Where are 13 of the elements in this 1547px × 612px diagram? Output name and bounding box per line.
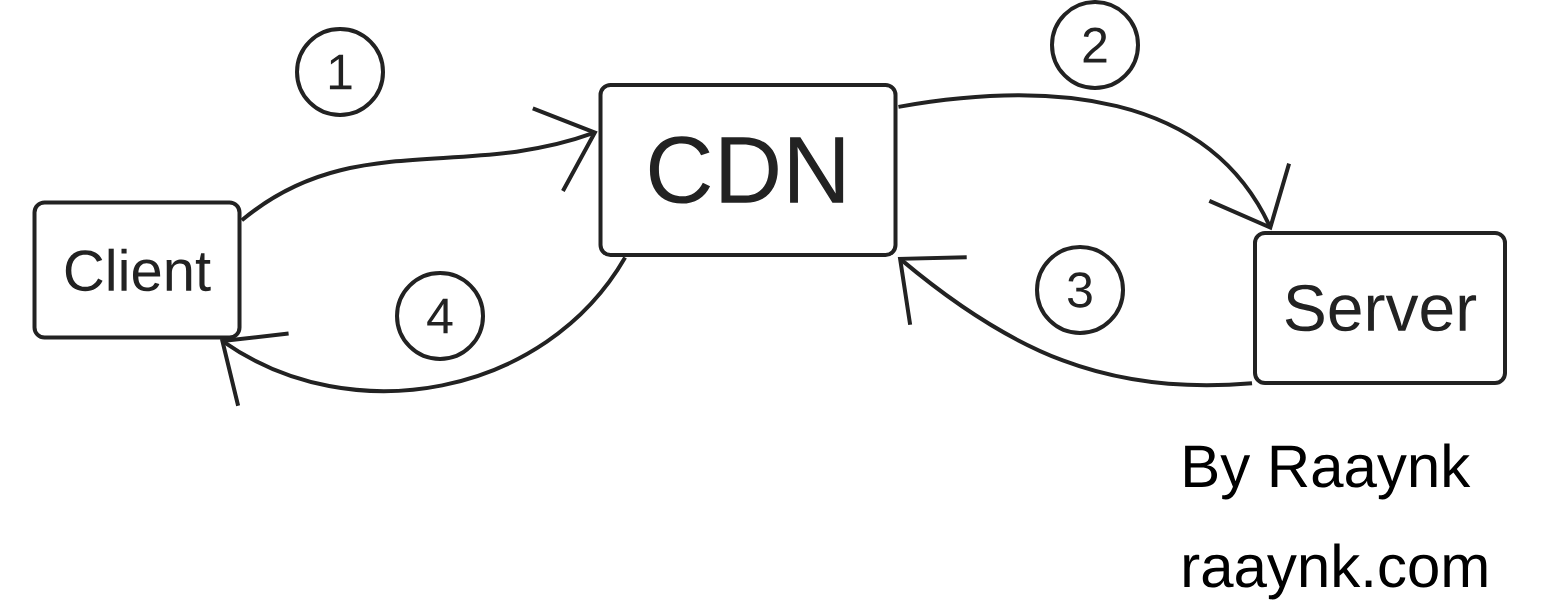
labeled-box: CDN — [598, 83, 898, 257]
arrow — [219, 256, 627, 407]
labeled-box: Client — [32, 200, 242, 340]
web-address: raaynk.com — [1184, 543, 1487, 600]
circled-number: 1 — [295, 27, 385, 117]
arrow — [240, 106, 598, 222]
arrow — [897, 255, 1253, 388]
circled-number: 3 — [1035, 245, 1125, 335]
arrow — [898, 93, 1291, 231]
labeled-box: Server — [1253, 231, 1507, 385]
credit-text: By Raaynk — [1185, 443, 1471, 500]
circled-number: 2 — [1050, 0, 1140, 90]
circled-number: 4 — [395, 271, 485, 361]
